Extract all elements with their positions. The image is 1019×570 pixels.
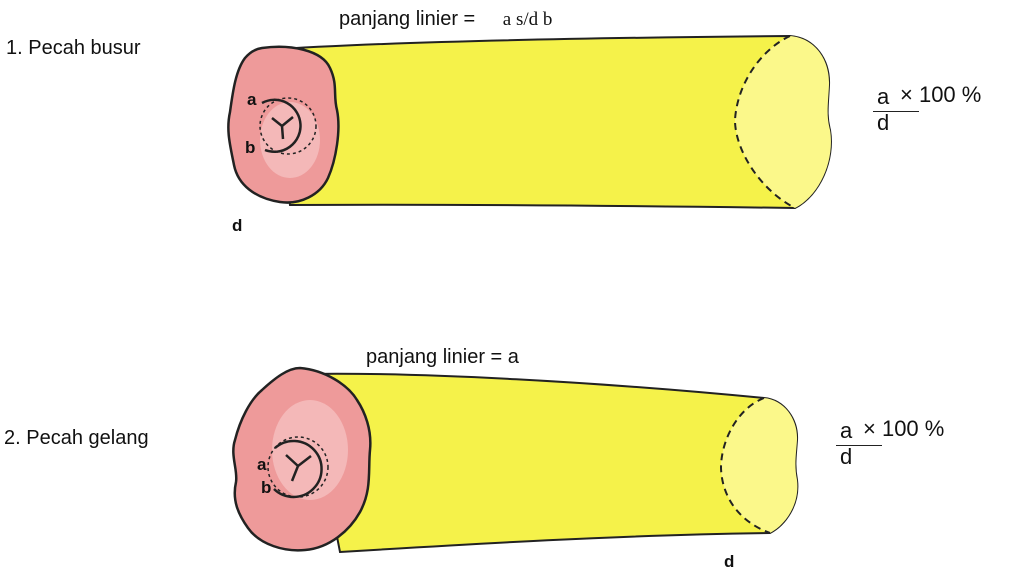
panel1-formula-multiplier: × 100 %	[900, 82, 982, 107]
panel1-linear-value: a s/d b	[502, 9, 553, 30]
panel2-triradiate-mark	[285, 454, 312, 482]
panel1-triradiate-mark	[271, 116, 294, 140]
panel1-far-end-dashed-edge	[733, 35, 796, 209]
panel2-arc-a-to-b	[273, 439, 323, 499]
panel2-cross-section-highlight	[272, 400, 348, 500]
panel1-formula-bar	[873, 111, 919, 112]
panel2-linear-length: panjang linier = a	[366, 346, 519, 368]
panel1-arc-a-to-b	[261, 98, 302, 154]
panel2-formula-multiplier: × 100 %	[863, 416, 945, 441]
panel2-formula-denominator: d	[840, 444, 853, 469]
panel2-title: 2. Pecah gelang	[4, 427, 149, 449]
panel1-formula-numerator: a	[877, 84, 890, 109]
panel2-label-a: a	[257, 455, 267, 474]
panel1-label-b: b	[245, 138, 255, 157]
panel1-linear-length: panjang linier = a s/d b	[339, 8, 552, 31]
panel2-formula-bar	[836, 445, 882, 446]
panel2-formula-numerator: a	[840, 418, 853, 443]
panel1-label-d: d	[232, 216, 242, 235]
panel1-medullary-circle	[259, 97, 317, 155]
panel1-cross-section-highlight	[260, 102, 320, 178]
panel1-tube-far-end	[735, 36, 831, 208]
panel1-bone-tube: a b d	[227, 34, 832, 235]
panel2-bone-tube: a b d	[232, 366, 799, 570]
panel2-medullary-circle	[267, 436, 329, 498]
panel2-label-d: d	[724, 552, 734, 570]
panel1-formula-denominator: d	[877, 110, 890, 135]
panel1-title: 1. Pecah busur	[6, 37, 141, 59]
panel2-far-end-dashed-edge	[719, 397, 771, 534]
panel2-tube-far-end	[721, 398, 798, 533]
panel2-label-b: b	[261, 478, 271, 497]
panel1-label-a: a	[247, 90, 257, 109]
panel1-linear-prefix: panjang linier =	[339, 8, 481, 30]
